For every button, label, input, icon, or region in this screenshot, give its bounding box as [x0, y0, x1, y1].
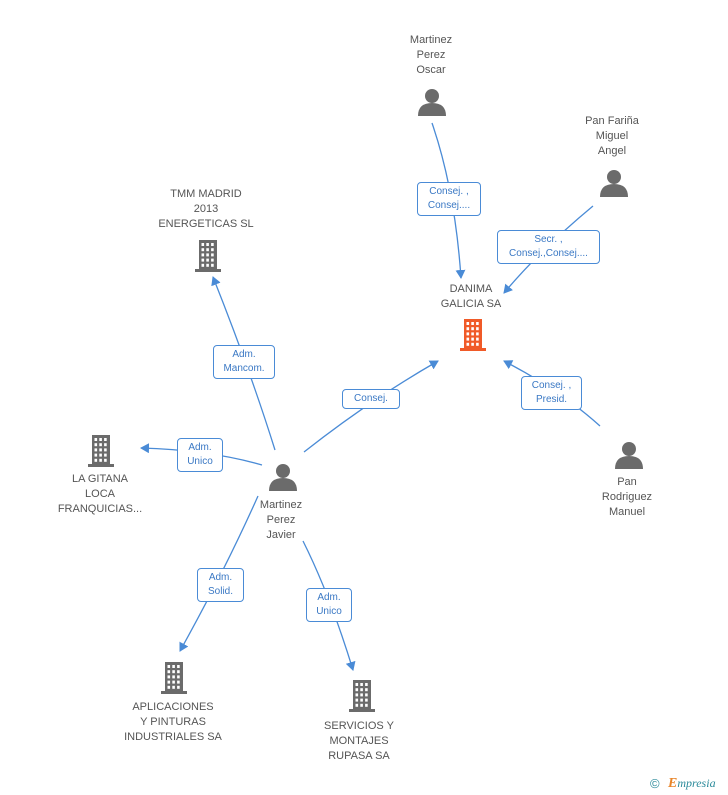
- empresia-logo[interactable]: Empresia: [668, 776, 716, 792]
- miguel-person-icon[interactable]: [600, 170, 628, 197]
- edge-label-javier-to-gitana[interactable]: Adm.Unico: [177, 438, 223, 472]
- edge-label-javier-to-aplicaciones[interactable]: Adm.Solid.: [197, 568, 244, 602]
- gitana-building-icon[interactable]: [88, 435, 114, 467]
- tmm-building-icon[interactable]: [195, 240, 221, 272]
- manuel-person-icon[interactable]: [615, 442, 643, 469]
- servicios-building-icon[interactable]: [349, 680, 375, 712]
- copyright-symbol: ©: [650, 776, 660, 791]
- edge-label-miguel-to-danima[interactable]: Secr. ,Consej.,Consej....: [497, 230, 600, 264]
- oscar-person-icon[interactable]: [418, 89, 446, 116]
- edge-label-javier-to-danima[interactable]: Consej.: [342, 389, 400, 409]
- aplicaciones-building-icon[interactable]: [161, 662, 187, 694]
- edge-label-oscar-to-danima[interactable]: Consej. ,Consej....: [417, 182, 481, 216]
- brand-initial: E: [668, 776, 678, 791]
- edge-label-javier-to-servicios[interactable]: Adm.Unico: [306, 588, 352, 622]
- edge-label-manuel-to-danima[interactable]: Consej. ,Presid.: [521, 376, 582, 410]
- edge-label-javier-to-tmm[interactable]: Adm.Mancom.: [213, 345, 275, 379]
- javier-person-icon[interactable]: [269, 464, 297, 491]
- brand-rest: mpresia: [677, 776, 716, 790]
- danima-building-icon[interactable]: [460, 319, 486, 351]
